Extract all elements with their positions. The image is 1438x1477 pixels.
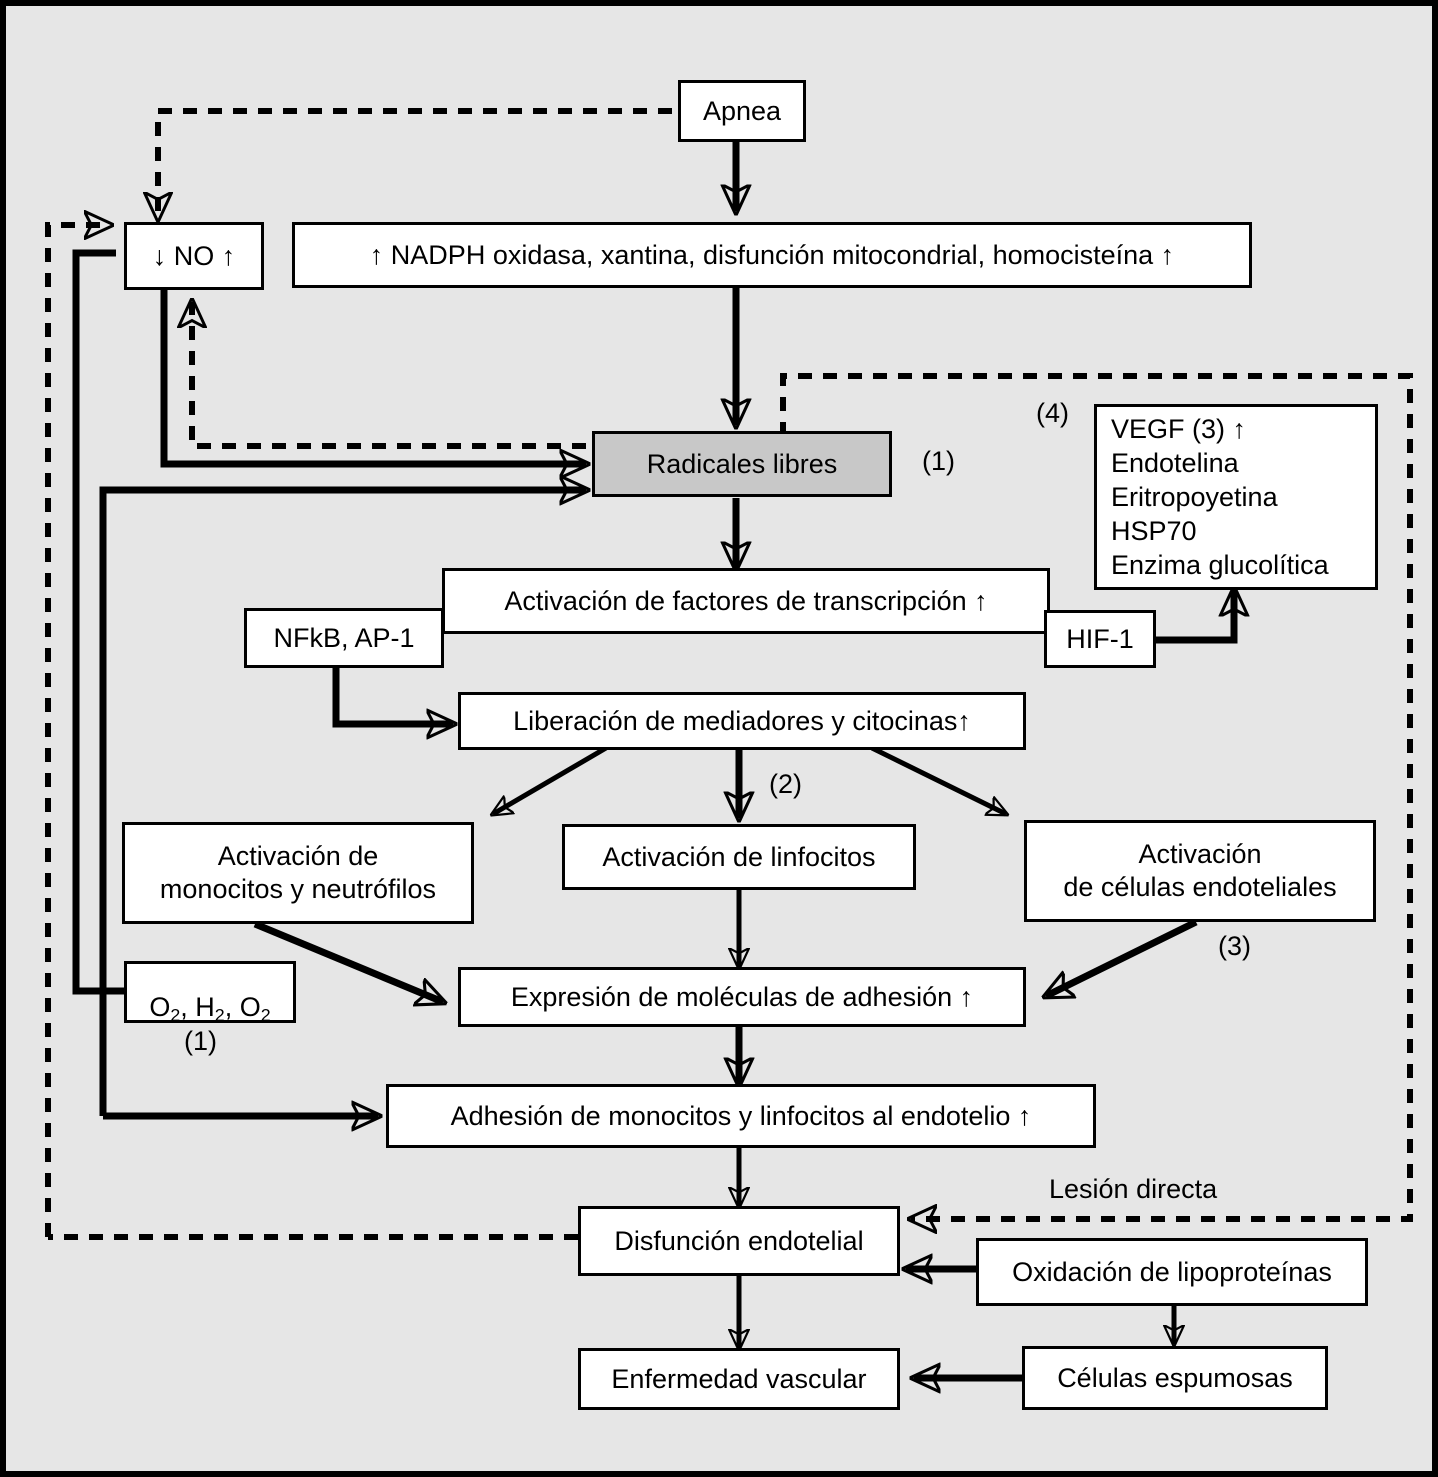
node-liberacion-mediadores[interactable]: Liberación de mediadores y citocinas↑ <box>458 692 1026 750</box>
node-no[interactable]: ↓ NO ↑ <box>124 222 264 290</box>
annotation-ref3-endoteliales: (3) <box>1218 931 1251 961</box>
node-apnea[interactable]: Apnea <box>678 80 806 142</box>
annotation-ref4-loop: (4) <box>1036 398 1069 428</box>
annotation-ref1-radicales: (1) <box>922 446 955 476</box>
node-activacion-linfocitos[interactable]: Activación de linfocitos <box>562 824 916 890</box>
vegf-item-3: HSP70 <box>1111 516 1197 547</box>
node-radicales-libres[interactable]: Radicales libres <box>592 431 892 497</box>
annotation-ref2-liberacion: (2) <box>769 769 802 799</box>
node-expresion-moleculas-adhesion[interactable]: Expresión de moléculas de adhesión ↑ <box>458 967 1026 1027</box>
node-o2-h2-o2[interactable]: O2, H2, O2 <box>124 961 296 1025</box>
node-disfuncion-endotelial[interactable]: Disfunción endotelial <box>578 1206 900 1276</box>
vegf-item-1: Endotelina <box>1111 447 1239 478</box>
vegf-item-4: Enzima glucolítica <box>1111 550 1329 581</box>
vegf-item-0: VEGF (3) ↑ <box>1111 413 1247 444</box>
node-vegf-list[interactable]: VEGF (3) ↑ Endotelina Eritropoyetina HSP… <box>1094 404 1378 590</box>
node-activacion-factores-transcripcion[interactable]: Activación de factores de transcripción … <box>442 568 1050 634</box>
node-hif1[interactable]: HIF-1 <box>1044 610 1156 668</box>
annotation-ref1-oxygen: (1) <box>184 1026 217 1056</box>
node-enfermedad-vascular[interactable]: Enfermedad vascular <box>578 1348 900 1410</box>
vegf-item-2: Eritropoyetina <box>1111 482 1278 512</box>
annotation-lesion-directa: Lesión directa <box>1049 1174 1218 1204</box>
node-activacion-celulas-endoteliales[interactable]: Activación de células endoteliales <box>1024 820 1376 922</box>
node-celulas-espumosas[interactable]: Células espumosas <box>1022 1346 1328 1410</box>
connector-layer <box>45 108 1413 1471</box>
node-nadph[interactable]: ↑ NADPH oxidasa, xantina, disfunción mit… <box>292 222 1252 288</box>
node-adhesion-monocitos-linfocitos[interactable]: Adhesión de monocitos y linfocitos al en… <box>386 1084 1096 1148</box>
node-oxidacion-lipoproteinas[interactable]: Oxidación de lipoproteínas <box>976 1238 1368 1306</box>
node-activacion-monocitos[interactable]: Activación de monocitos y neutrófilos <box>122 822 474 924</box>
node-nfkb-ap1[interactable]: NFkB, AP-1 <box>244 608 444 668</box>
o2-formula: O2, H2, O2 <box>149 991 271 1025</box>
